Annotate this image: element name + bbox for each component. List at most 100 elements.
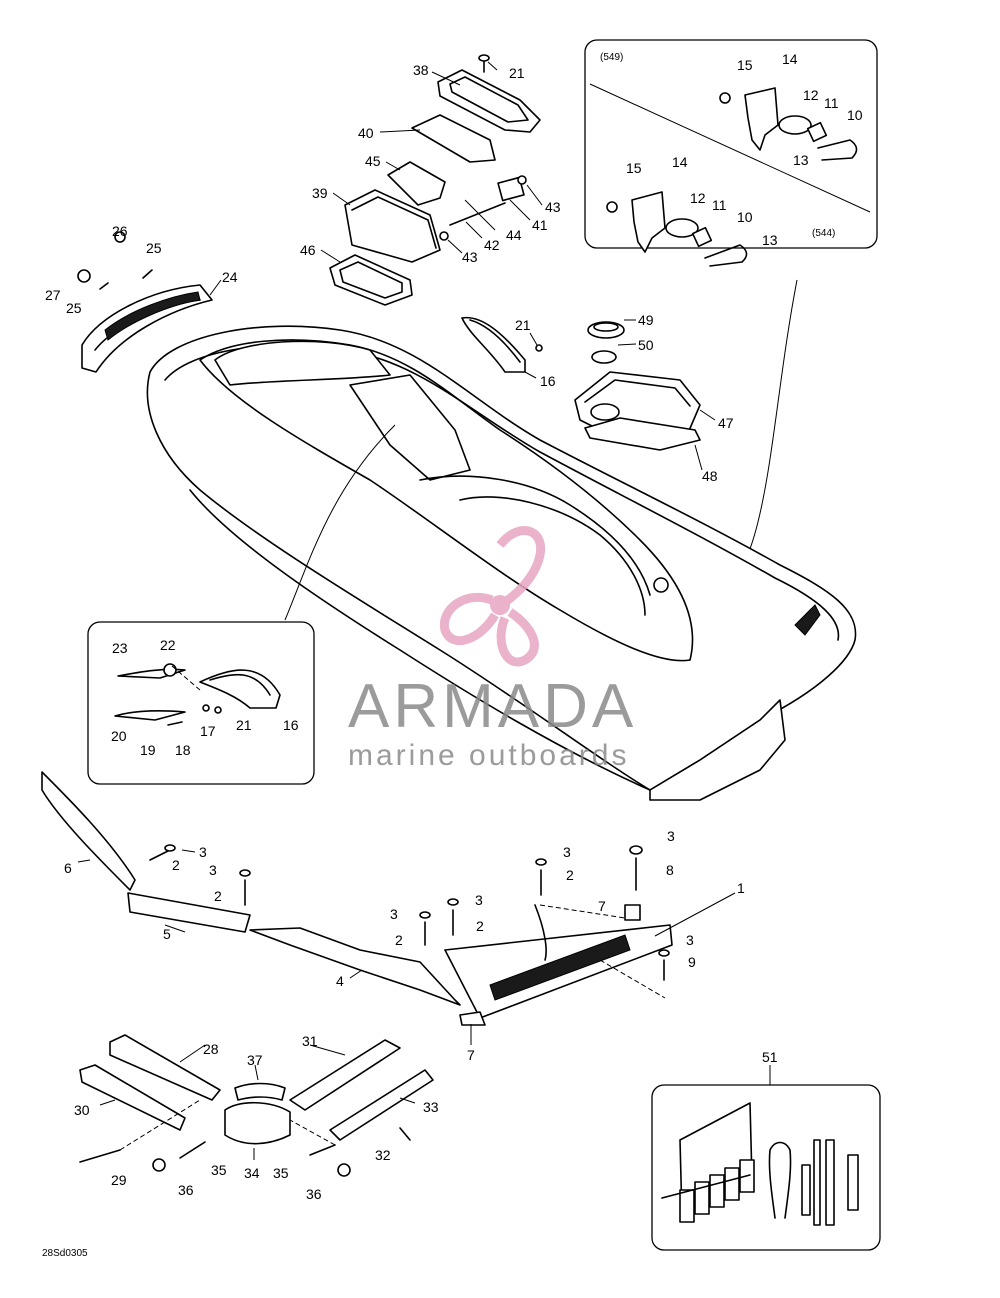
inset-handle	[199, 669, 281, 709]
callout-44: 44	[506, 227, 522, 243]
callout-43: 43	[545, 199, 561, 215]
nut-upper	[719, 92, 731, 104]
mounting-bracket-lower	[631, 191, 666, 253]
callout-13: 13	[762, 232, 778, 248]
decal-6	[41, 771, 136, 891]
callout-47: 47	[718, 415, 734, 431]
callout-3: 3	[199, 844, 207, 860]
callout-22: 22	[160, 637, 176, 653]
plate-lower	[691, 226, 713, 248]
callout-2: 2	[172, 857, 180, 873]
leader-lines	[77, 61, 771, 1160]
screw-25a	[142, 269, 153, 279]
callout-15: 15	[737, 57, 753, 73]
callout-16: 16	[540, 373, 556, 389]
callout-13: 13	[793, 152, 809, 168]
callout-26: 26	[112, 223, 128, 239]
watermark-tagline: marine outboards	[348, 739, 629, 772]
callout-21: 21	[509, 65, 525, 81]
cap-26	[114, 231, 126, 243]
wrench-icon	[825, 1139, 835, 1226]
seat-front	[214, 340, 391, 386]
callout-10: 10	[737, 209, 753, 225]
callout-39: 39	[312, 185, 328, 201]
callout-33: 33	[423, 1099, 439, 1115]
decals	[41, 771, 673, 1026]
callout-30: 30	[74, 1102, 90, 1118]
callout-3: 3	[686, 932, 694, 948]
nut-lower	[606, 201, 618, 213]
storage-bin	[344, 189, 441, 263]
glove-box-gasket	[584, 417, 701, 451]
callout-32: 32	[375, 1147, 391, 1163]
gasket-upper	[778, 115, 812, 135]
pliers-icon	[768, 1141, 792, 1219]
screwdriver-icon	[801, 1164, 811, 1216]
glove-box-plug	[591, 350, 617, 364]
callout-10: 10	[847, 107, 863, 123]
variant-label-549: (549)	[600, 52, 623, 63]
trim-37	[234, 1082, 286, 1101]
diagram-code: 28Sd0305	[42, 1248, 88, 1259]
fastener-27	[77, 269, 91, 283]
glove-box-cap	[587, 321, 625, 339]
grab-handle	[81, 284, 213, 373]
callout-numbers: 38 21 40 45 39 43 41 44 42 43 46 26 25 2…	[45, 51, 863, 1202]
callout-11: 11	[824, 95, 839, 111]
callout-36: 36	[178, 1182, 194, 1198]
hull-outer	[146, 325, 857, 791]
callout-2: 2	[476, 918, 484, 934]
washer-lower	[439, 231, 449, 241]
callout-8: 8	[666, 862, 674, 878]
callout-2: 2	[566, 867, 574, 883]
bumper-trim	[79, 1034, 434, 1177]
callout-3: 3	[475, 892, 483, 908]
callout-35: 35	[273, 1165, 289, 1181]
storage-seal	[387, 161, 446, 206]
callout-40: 40	[358, 125, 374, 141]
watermark: ARMADA marine outboards	[348, 526, 637, 772]
decal-7a	[624, 904, 641, 921]
watermark-brand: ARMADA	[348, 672, 637, 741]
screw-25b	[99, 282, 109, 290]
callout-35: 35	[211, 1162, 227, 1178]
trim-28	[109, 1034, 221, 1101]
tool-kit-box	[651, 1084, 881, 1251]
gasket-lower	[665, 218, 699, 238]
callout-36: 36	[306, 1186, 322, 1202]
callout-14: 14	[782, 51, 798, 67]
u-bolt-lower	[704, 244, 748, 267]
callout-2: 2	[214, 888, 222, 904]
callout-16: 16	[283, 717, 299, 733]
callout-49: 49	[638, 312, 654, 328]
seat-storage-lid	[349, 374, 471, 481]
cap-36a	[152, 1158, 166, 1172]
callout-25: 25	[146, 240, 162, 256]
callout-5: 5	[163, 926, 171, 942]
glove-box-assembly	[574, 321, 701, 451]
mounting-bracket-upper	[744, 87, 779, 151]
callout-43: 43	[462, 249, 478, 265]
callout-19: 19	[140, 742, 156, 758]
detail-box-handle	[87, 424, 396, 785]
callout-21: 21	[515, 317, 531, 333]
callout-29: 29	[111, 1172, 127, 1188]
callout-15: 15	[626, 160, 642, 176]
inset-trim-20	[114, 710, 186, 721]
latch-rod	[449, 202, 506, 226]
callout-11: 11	[712, 197, 727, 213]
armada-logo-icon	[439, 526, 546, 667]
storage-lid-plate	[411, 114, 496, 163]
callout-12: 12	[690, 190, 706, 206]
storage-lower-gasket	[329, 254, 413, 306]
callout-18: 18	[175, 742, 191, 758]
trim-30	[79, 1064, 186, 1131]
rivets	[149, 844, 670, 981]
detail-box-hardware: (549) (544)	[584, 39, 878, 596]
callout-7: 7	[467, 1047, 475, 1063]
callout-23: 23	[112, 640, 128, 656]
callout-24: 24	[222, 269, 238, 285]
callout-1: 1	[737, 880, 745, 896]
grab-handle-assembly	[77, 231, 213, 373]
callout-20: 20	[111, 728, 127, 744]
